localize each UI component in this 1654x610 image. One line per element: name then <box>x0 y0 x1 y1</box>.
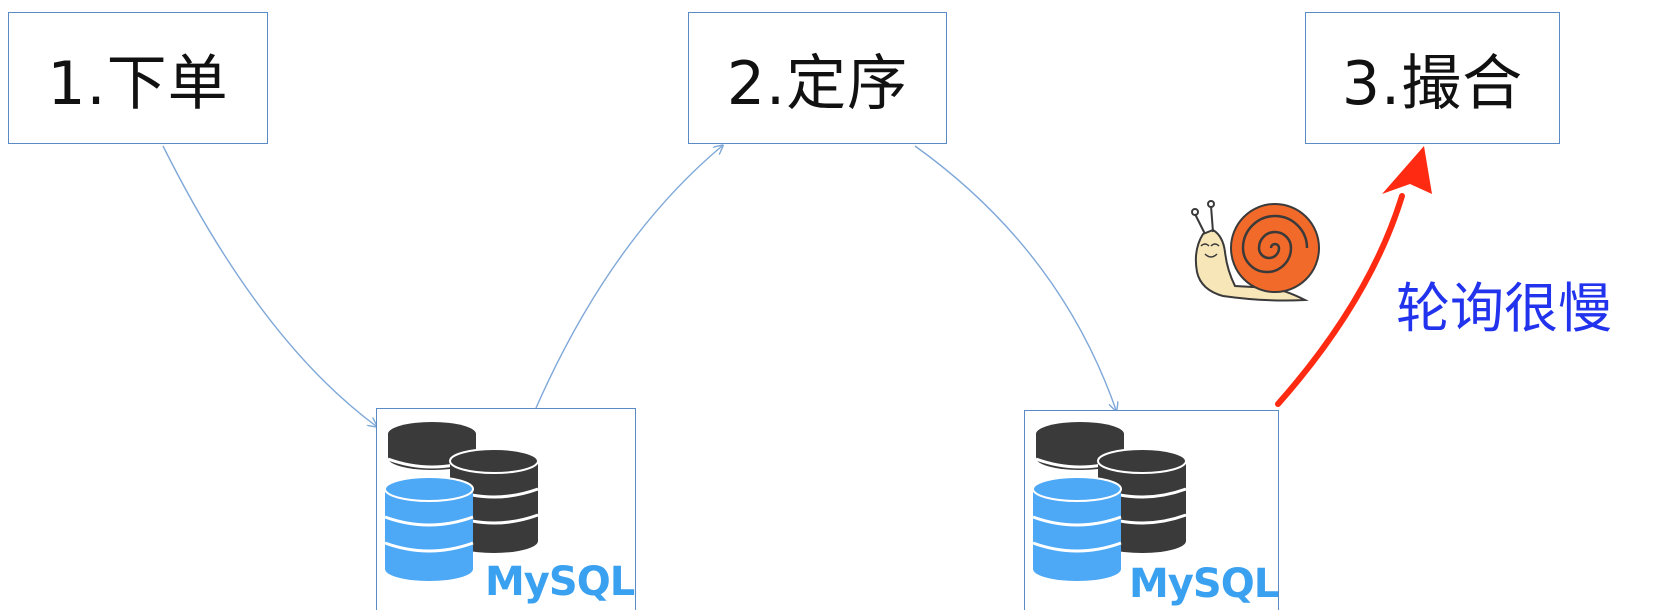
database-icon <box>384 422 539 581</box>
database-box-1: MySQL <box>376 408 636 610</box>
step-box-order: 1.下单 <box>8 12 268 144</box>
mysql-label: MySQL <box>1129 561 1279 607</box>
step-box-sequence: 2.定序 <box>688 12 947 144</box>
arrow-db2-to-match-slow-head <box>1382 146 1432 194</box>
mysql-label: MySQL <box>485 559 635 605</box>
step-label-match: 3.撮合 <box>1341 48 1524 119</box>
step-label-sequence: 2.定序 <box>726 48 909 119</box>
step-box-match: 3.撮合 <box>1305 12 1560 144</box>
step-label-order: 1.下单 <box>47 48 229 119</box>
arrow-order-to-db1 <box>162 145 376 426</box>
database-icon <box>1032 422 1187 581</box>
arrow-sequence-to-db2 <box>914 145 1116 410</box>
arrow-db1-to-sequence <box>535 146 722 409</box>
database-box-2: MySQL <box>1024 410 1279 610</box>
snail-icon <box>1191 200 1320 302</box>
arrow-db2-to-match-slow <box>1275 193 1405 407</box>
slow-polling-label: 轮询很慢 <box>1396 277 1612 340</box>
